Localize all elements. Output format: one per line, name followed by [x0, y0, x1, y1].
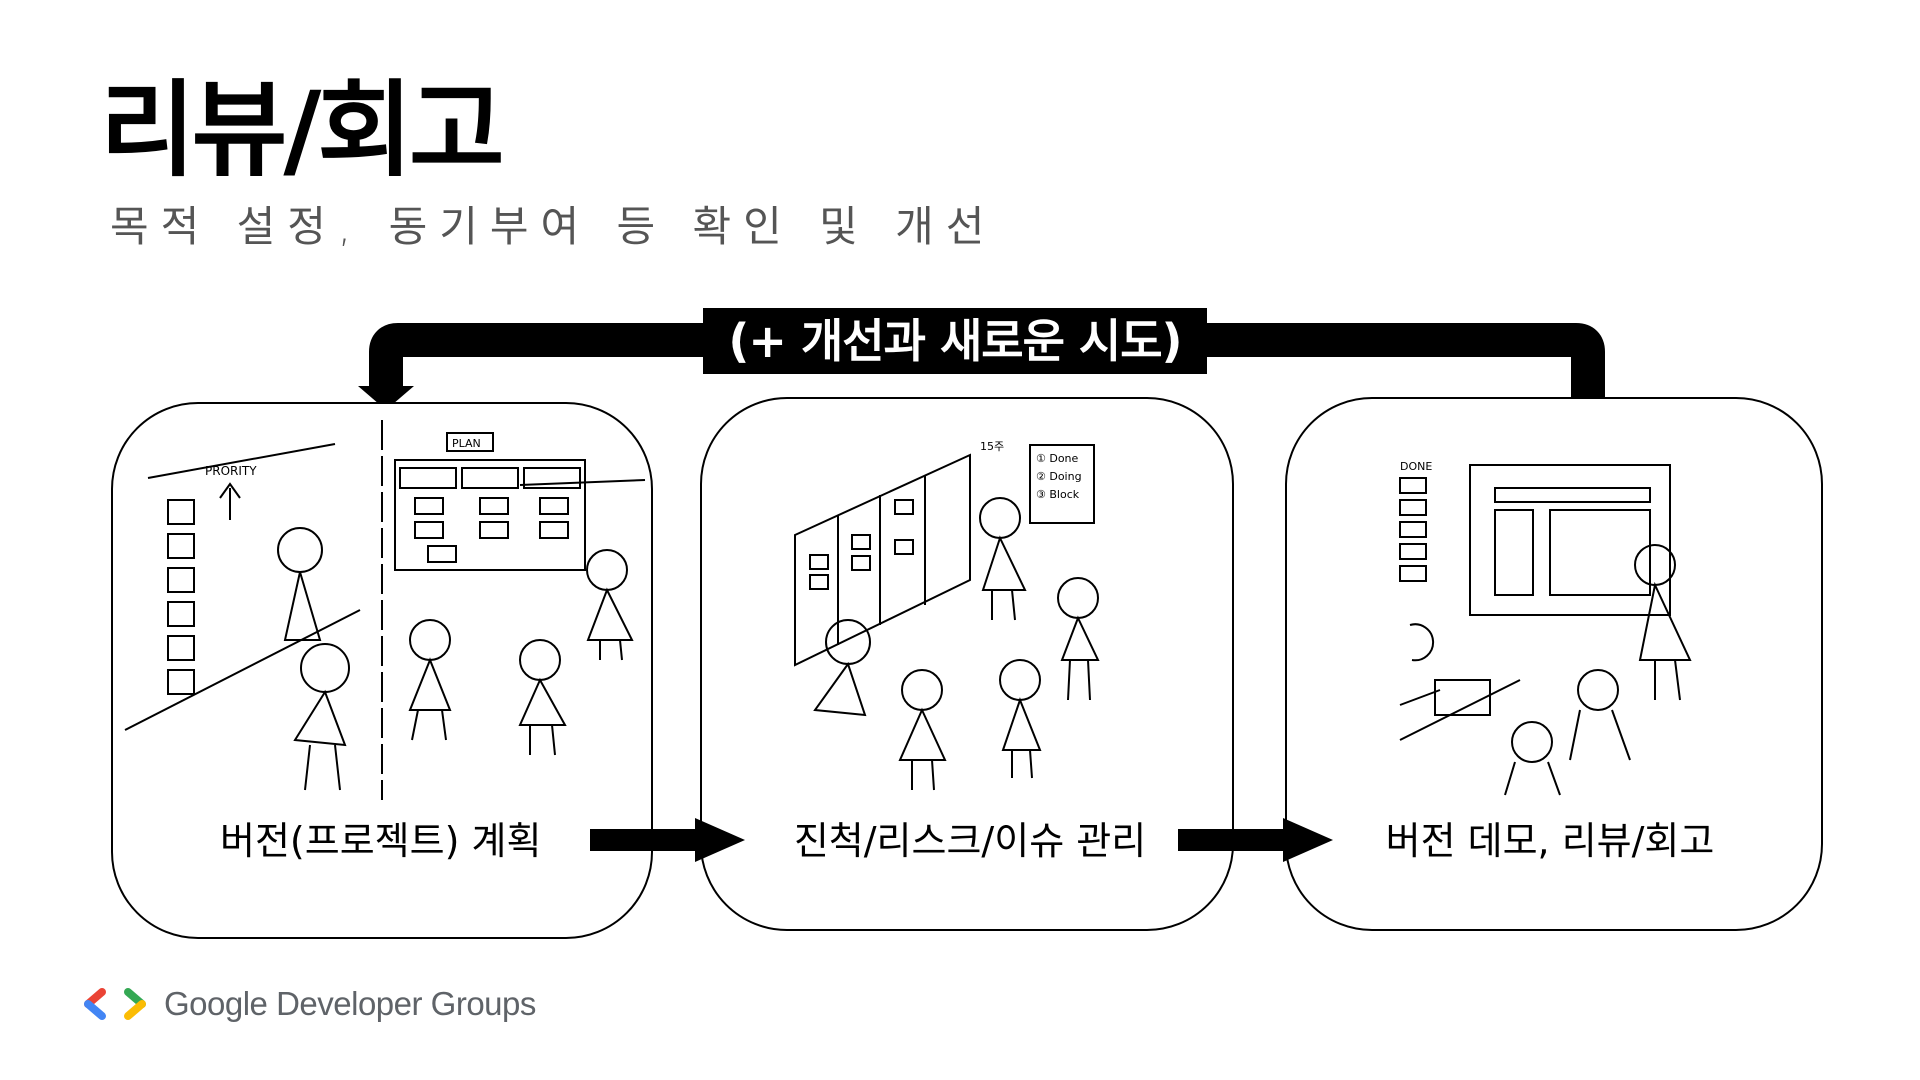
p1-plan-label: PLAN	[452, 437, 481, 450]
panel-demo	[1285, 397, 1823, 931]
panel-caption-demo: 버전 데모, 리뷰/회고	[1385, 819, 1715, 863]
footer-brand-text: Google Developer Groups	[164, 985, 536, 1022]
panel-caption-progress: 진척/리스크/이슈 관리	[793, 819, 1147, 863]
panel-plan	[111, 402, 653, 939]
panel-progress	[700, 397, 1234, 931]
slide-title: 리뷰/회고	[100, 69, 505, 191]
p1-priority-label: PRORITY	[205, 464, 257, 478]
p2-legend-1: ① Done	[1036, 452, 1079, 465]
panel-caption-plan: 버전(프로젝트) 계획	[220, 819, 542, 863]
arrow-progress-to-demo	[1178, 818, 1333, 862]
gdg-logo-icon	[84, 988, 146, 1020]
p2-legend-2: ② Doing	[1036, 470, 1082, 483]
p3-done-label: DONE	[1400, 460, 1432, 473]
feedback-loop-label: (+ 개선과 새로운 시도)	[703, 308, 1207, 374]
arrow-plan-to-progress	[590, 818, 745, 862]
p2-sticky: 15주	[980, 440, 1004, 453]
p2-legend-3: ③ Block	[1036, 488, 1080, 501]
footer-brand: Google Developer Groups	[82, 985, 536, 1023]
feedback-loop-arrowhead	[358, 386, 414, 410]
slide-subtitle: 목적 설정, 동기부여 등 확인 및 개선	[110, 202, 997, 251]
